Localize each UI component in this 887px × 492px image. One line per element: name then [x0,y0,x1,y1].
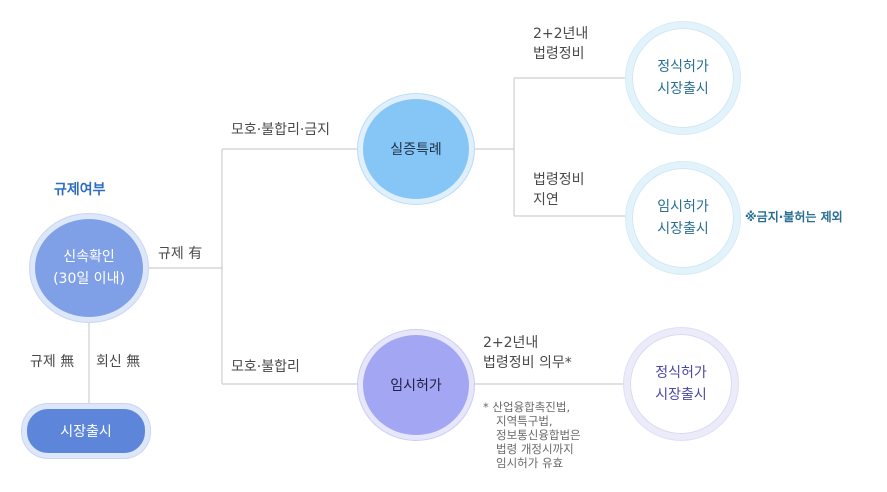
label-upper-top: 2+2년내 법령정비 [533,24,588,64]
quick-check-node: 신속확인 (30일 이내) [30,214,148,322]
temporary-permit-node: 임시허가 [358,330,474,440]
label-lower-line1: 2+2년내 [483,335,539,351]
footnote-line4: 법령 개정시까지 [496,442,574,456]
label-lower: 2+2년내 법령정비 의무* [483,333,572,373]
temporary-approval-mid-line1: 임시허가 [657,199,709,215]
footnote-line2: 지역특구법, [496,414,553,428]
label-regulation-yes: 규제 有 [158,246,203,262]
formal-approval-lower-line2: 시장출시 [655,387,707,403]
label-upper-top-line1: 2+2년내 [533,26,589,42]
formal-approval-top-line1: 정식허가 [657,59,709,75]
formal-approval-node-lower: 정식허가 시장출시 [624,328,738,440]
regulatory-sandbox-node: 실증특례 [358,94,474,204]
label-lower-line2: 법령정비 의무* [483,355,572,371]
formal-approval-lower-line1: 정식허가 [655,365,707,381]
formal-approval-node-top: 정식허가 시장출시 [626,22,740,134]
quick-check-line1: 신속확인 [63,249,115,265]
quick-check-line2: (30일 이내) [53,271,125,287]
footnote-line1: * 산업융합촉진법, [483,400,571,414]
label-upper-mid: 법령정비 지연 [533,170,585,210]
footnote: * 산업융합촉진법, 지역특구법, 정보통신융합법은 법령 개정시까지 임시허가… [483,400,581,470]
label-no-regulation: 규제 無 [30,354,75,370]
heading-regulation-status: 규제여부 [54,182,106,198]
label-upper-branch: 모호·불합리·금지 [231,122,331,138]
label-no-reply: 회신 無 [96,354,141,370]
label-upper-mid-line2: 지연 [533,192,559,208]
label-lower-branch: 모호·불합리 [231,359,300,375]
formal-approval-top-line2: 시장출시 [657,81,709,97]
exclusion-note: ※금지·불허는 제외 [745,210,843,224]
label-upper-top-line2: 법령정비 [533,46,585,62]
footnote-line3: 정보통신융합법은 [496,428,581,442]
label-upper-mid-line1: 법령정비 [533,172,585,188]
footnote-line5: 임시허가 유효 [496,456,564,470]
temporary-approval-node-mid: 임시허가 시장출시 [626,162,740,274]
temporary-approval-mid-line2: 시장출시 [657,221,709,237]
market-launch-button[interactable]: 시장출시 [22,404,150,458]
